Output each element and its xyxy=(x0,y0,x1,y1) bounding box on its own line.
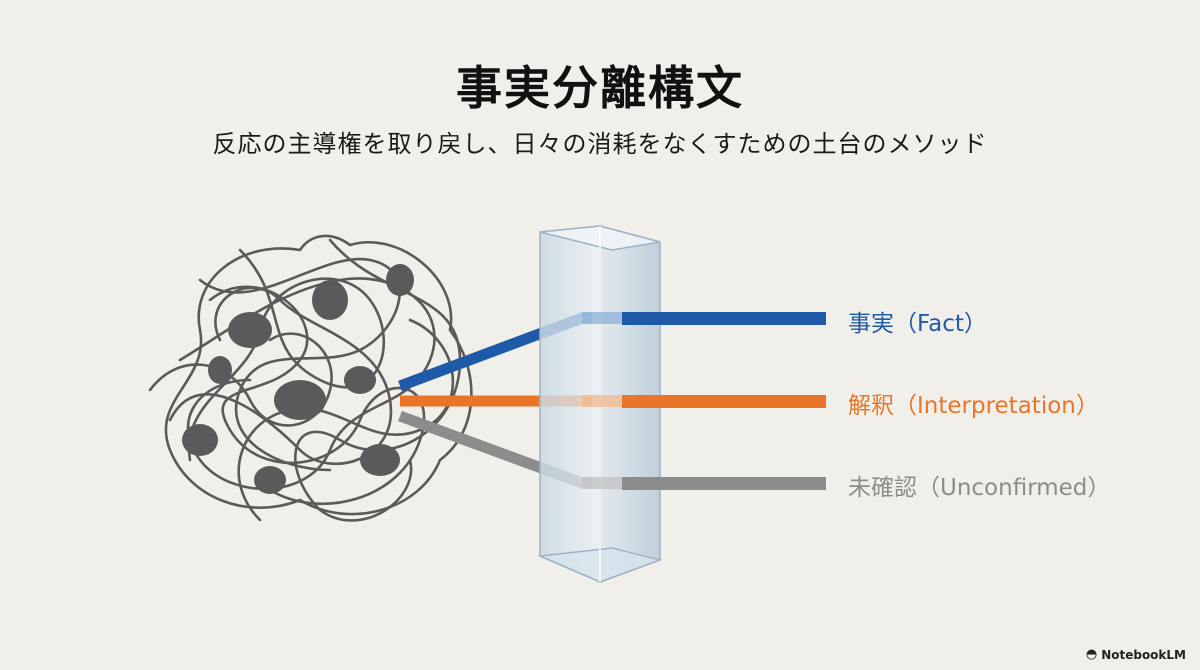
brand-watermark: ◓ NotebookLM xyxy=(1086,647,1186,662)
outgoing-beams xyxy=(622,312,826,490)
brand-name: NotebookLM xyxy=(1101,647,1186,662)
interpretation-label: 解釈（Interpretation） xyxy=(848,393,1099,419)
fact-beam xyxy=(622,312,826,325)
page-subtitle: 反応の主導権を取り戻し、日々の消耗をなくすための土台のメソッド xyxy=(212,130,988,158)
notebooklm-icon: ◓ xyxy=(1085,647,1098,662)
page-title: 事実分離構文 xyxy=(456,61,744,115)
tangle-knots xyxy=(182,264,414,494)
fact-label: 事実（Fact） xyxy=(848,311,987,337)
unconfirmed-label: 未確認（Unconfirmed） xyxy=(848,475,1111,501)
interpretation-beam xyxy=(622,395,826,408)
unconfirmed-beam xyxy=(622,477,826,490)
tangled-thread-icon xyxy=(148,234,473,522)
